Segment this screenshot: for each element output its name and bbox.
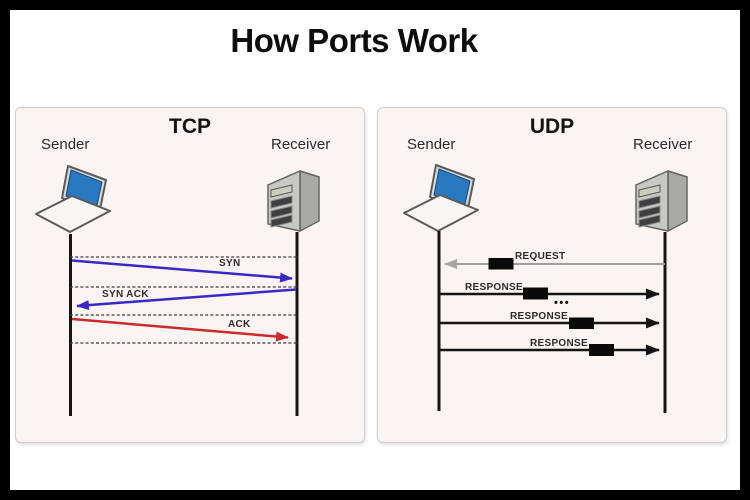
tcp-synack-arrow [76, 288, 297, 311]
udp-response-packet-1 [523, 287, 548, 300]
server-icon [630, 164, 694, 239]
udp-request-label: REQUEST [515, 251, 566, 262]
tcp-panel-title: TCP [169, 115, 211, 138]
udp-response-packet-3 [589, 344, 614, 356]
udp-response-packet-2 [569, 317, 594, 329]
udp-panel: UDP Sender Receiver [377, 107, 727, 443]
tcp-sender-label: Sender [41, 136, 90, 153]
tcp-receiver-label: Receiver [271, 136, 331, 153]
page-title: How Ports Work [230, 22, 478, 59]
udp-response-label-1: RESPONSE [465, 282, 523, 293]
tcp-ack-arrow [71, 317, 289, 342]
udp-response-label-2: RESPONSE [510, 311, 568, 322]
laptop-icon [32, 164, 124, 241]
udp-sender-label: Sender [407, 136, 456, 153]
udp-response-label-3: RESPONSE [530, 338, 588, 349]
tcp-synack-label: SYN ACK [102, 289, 149, 300]
udp-receiver-label: Receiver [633, 136, 693, 153]
tcp-ack-label: ACK [228, 319, 251, 330]
tcp-sequence-graphics [69, 232, 299, 416]
udp-request-packet [488, 258, 514, 270]
udp-sequence-graphics [437, 231, 667, 413]
udp-panel-title: UDP [529, 115, 575, 138]
tcp-panel: TCP Sender Receiver [15, 107, 365, 443]
tcp-syn-arrow [71, 259, 293, 283]
server-icon [262, 164, 326, 239]
tcp-syn-label: SYN [219, 258, 241, 269]
laptop-icon [400, 163, 492, 240]
udp-ellipsis: ••• [554, 297, 571, 309]
